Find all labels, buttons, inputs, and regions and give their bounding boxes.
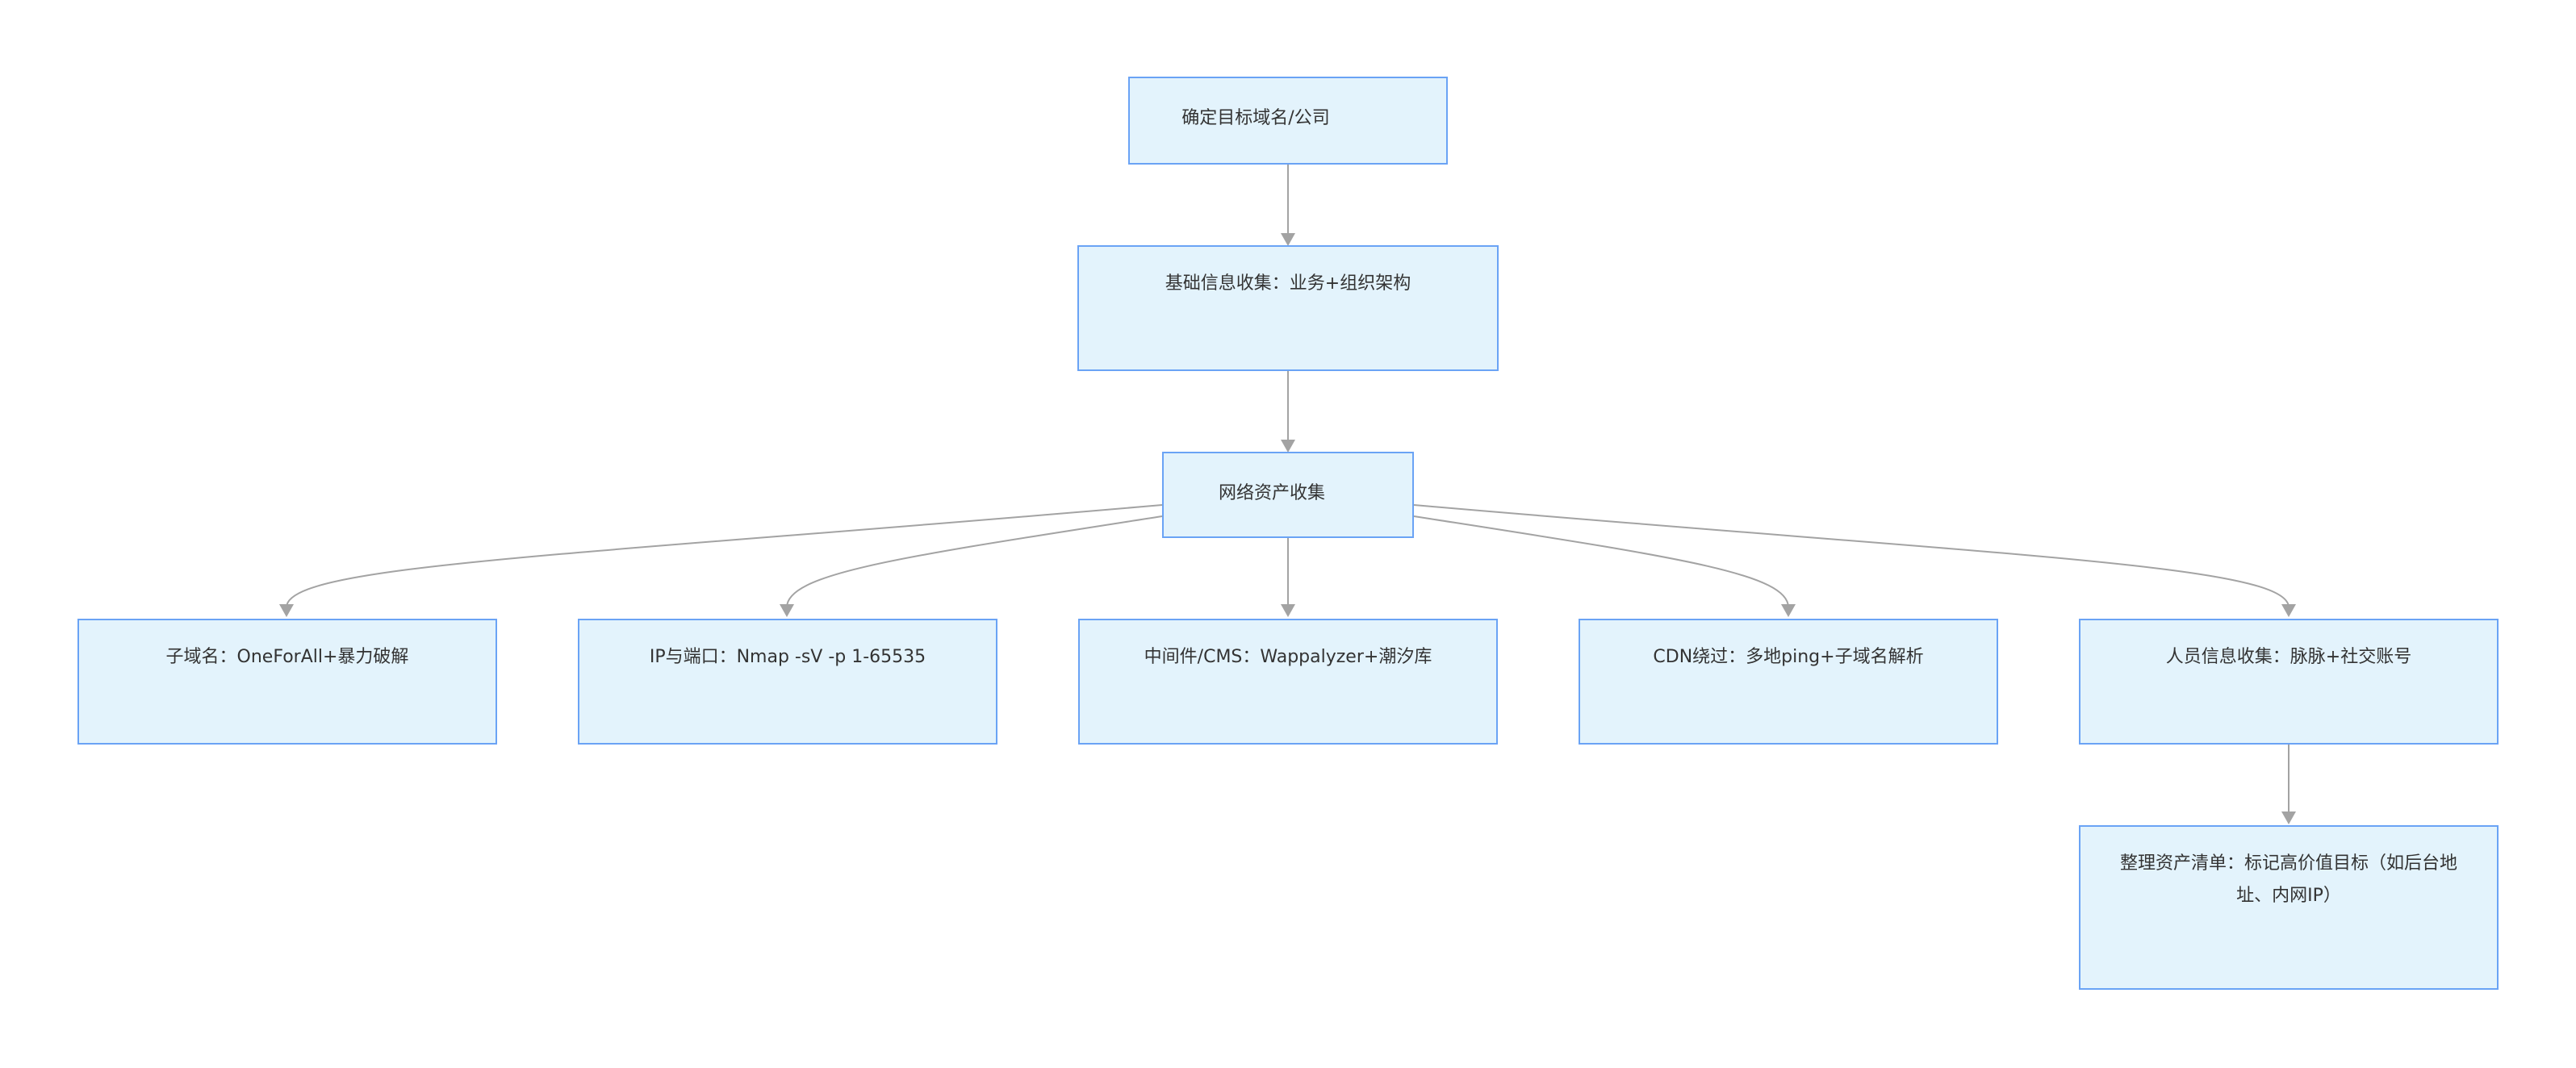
arrowhead-basic	[1281, 233, 1295, 246]
edge-network-to-people	[1413, 504, 2290, 608]
node-target: 确定目标域名/公司	[1128, 77, 1448, 165]
node-cdn-bypass: CDN绕过：多地ping+子域名解析	[1579, 619, 1998, 745]
node-asset-inventory: 整理资产清单：标记高价值目标（如后台地址、内网IP）	[2079, 825, 2499, 990]
node-subdomain: 子域名：OneForAll+暴力破解	[77, 619, 497, 745]
arrowhead-ipport	[780, 604, 794, 617]
edge-network-to-ipport	[786, 515, 1163, 608]
arrowhead-middleware	[1281, 604, 1295, 617]
edge-network-to-cdn	[1413, 515, 1789, 608]
node-middleware-cms: 中间件/CMS：Wappalyzer+潮汐库	[1078, 619, 1498, 745]
node-ip-port: IP与端口：Nmap -sV -p 1-65535	[578, 619, 997, 745]
node-basic-info: 基础信息收集：业务+组织架构	[1077, 245, 1499, 371]
arrowhead-network	[1281, 440, 1295, 453]
arrowhead-subdomain	[279, 604, 294, 617]
arrowhead-inventory	[2281, 811, 2296, 824]
arrowhead-cdn	[1781, 604, 1796, 617]
arrowhead-people	[2281, 604, 2296, 617]
node-network-assets: 网络资产收集	[1162, 452, 1414, 538]
node-people-info: 人员信息收集：脉脉+社交账号	[2079, 619, 2499, 745]
edge-network-to-subdomain	[286, 504, 1163, 608]
